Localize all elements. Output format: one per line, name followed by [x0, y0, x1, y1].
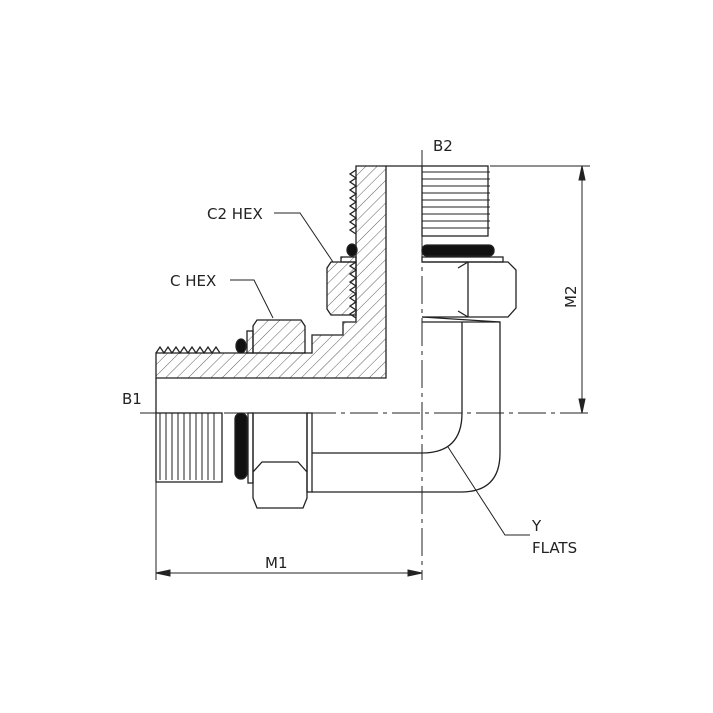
thread-b1-top [155, 345, 221, 355]
c-hex-leader [230, 279, 274, 319]
thread-b1-lines [159, 413, 215, 480]
elbow-outer [312, 321, 501, 493]
b2-hex-nut [422, 261, 517, 318]
b1-nut-shoulder [306, 412, 313, 493]
thread-b2-exterior [421, 165, 489, 237]
b1-oring [234, 412, 248, 480]
c2-hex-leader [274, 212, 334, 263]
b1-hex-nut [252, 412, 308, 509]
y-flats-leader [447, 446, 530, 536]
label-b1: B1 [122, 390, 142, 408]
label-y: Y [531, 517, 542, 535]
c-hex-washer [246, 330, 254, 354]
c2-oring [346, 243, 358, 257]
elbow-inner [312, 322, 463, 454]
m2-arrow-top [578, 165, 586, 181]
m1-arrow-right [407, 569, 423, 577]
b2-nut-shoulder [421, 316, 501, 323]
c-hex-nut-section [252, 319, 306, 354]
label-m1: M1 [265, 554, 288, 572]
label-c2-hex: C2 HEX [207, 205, 263, 223]
b2-oring [421, 244, 495, 257]
label-m2: M2 [562, 286, 580, 309]
b2-washer [421, 256, 504, 263]
thread-b2-lines [422, 171, 490, 229]
c-oring [235, 338, 247, 354]
b1-washer [247, 412, 254, 484]
m1-arrow-left [155, 569, 171, 577]
label-flats: FLATS [532, 539, 577, 557]
m2-arrow-bottom [578, 398, 586, 414]
c2-hex-nut-section [326, 261, 357, 316]
label-c-hex: C HEX [170, 272, 216, 290]
bore-outline [155, 165, 422, 413]
label-b2: B2 [433, 137, 453, 155]
c2-hex-washer [340, 256, 357, 263]
